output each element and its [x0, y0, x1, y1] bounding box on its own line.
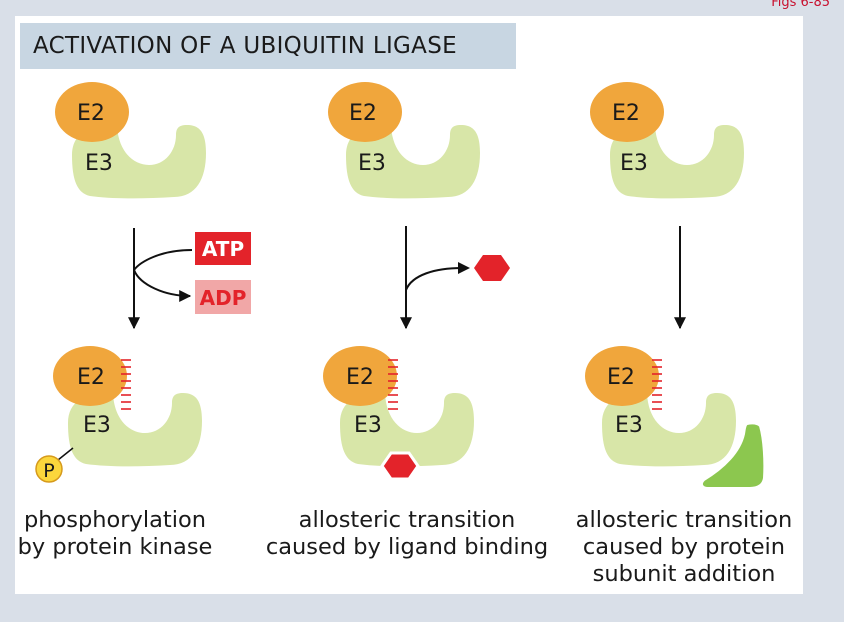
caption-line: caused by protein [582, 534, 786, 560]
e2-protein [323, 346, 397, 406]
activation-marks [652, 359, 662, 410]
column-subunit-addition: E2 E3 E2 E3 [585, 82, 766, 489]
e2-label: E2 [77, 101, 105, 126]
atp-in-curve [133, 249, 193, 271]
e3-label: E3 [615, 413, 643, 438]
caption-subunit-addition: allosteric transition caused by protein … [566, 507, 802, 588]
e3-label: E3 [358, 151, 386, 176]
phosphate-group [35, 455, 63, 483]
activation-marks [388, 359, 398, 410]
title-bar: ACTIVATION OF A UBIQUITIN LIGASE [20, 23, 516, 69]
caption-line: subunit addition [592, 561, 776, 587]
ligase-complex-active: E2 E3 [323, 346, 474, 481]
caption-line: by protein kinase [17, 534, 213, 560]
column-phosphorylation: E2 E3 ATP ADP E2 E3 [35, 82, 251, 483]
caption-line: caused by ligand binding [265, 534, 549, 560]
caption-line: allosteric transition [298, 507, 516, 533]
e2-label: E2 [77, 365, 105, 390]
ligase-complex-inactive: E2 E3 [328, 82, 480, 199]
e2-label: E2 [346, 365, 374, 390]
e3-label: E3 [83, 413, 111, 438]
e2-label: E2 [349, 101, 377, 126]
ligase-complex-inactive: E2 E3 [55, 82, 206, 199]
figure-panel: ACTIVATION OF A UBIQUITIN LIGASE [15, 16, 803, 594]
e2-protein [53, 346, 127, 406]
e2-protein [55, 82, 129, 142]
caption-phosphorylation: phosphorylation by protein kinase [2, 507, 228, 561]
e2-protein [585, 346, 659, 406]
e3-label: E3 [354, 413, 382, 438]
ligase-complex-active: E2 E3 [585, 346, 766, 489]
ligand-arrowhead [458, 262, 470, 274]
phosphate-link [57, 447, 74, 461]
e2-protein [590, 82, 664, 142]
activation-marks [121, 359, 131, 410]
e2-protein [328, 82, 402, 142]
e3-label: E3 [85, 151, 113, 176]
adp-out-curve [133, 269, 192, 302]
ligase-complex-active: E2 E3 P [35, 346, 202, 483]
protein-subunit [700, 422, 766, 489]
column-ligand-binding: E2 E3 E2 E3 [323, 82, 510, 481]
e3-label: E3 [620, 151, 648, 176]
caption-line: phosphorylation [23, 507, 207, 533]
atp-box [195, 232, 251, 265]
caption-line: allosteric transition [575, 507, 793, 533]
e2-label: E2 [612, 101, 640, 126]
ligase-complex-inactive: E2 E3 [590, 82, 744, 199]
phosphate-label: P [43, 460, 54, 482]
figure-title: ACTIVATION OF A UBIQUITIN LIGASE [33, 33, 457, 59]
ligand-molecule [474, 255, 510, 281]
ligand-in-curve [405, 267, 463, 291]
adp-box [195, 280, 251, 314]
atp-label: ATP [202, 237, 244, 261]
bound-ligand [380, 451, 420, 481]
e2-label: E2 [607, 365, 635, 390]
figure-reference: Figs 6-85 [771, 0, 830, 10]
adp-label: ADP [200, 286, 247, 310]
caption-ligand-binding: allosteric transition caused by ligand b… [254, 507, 560, 561]
